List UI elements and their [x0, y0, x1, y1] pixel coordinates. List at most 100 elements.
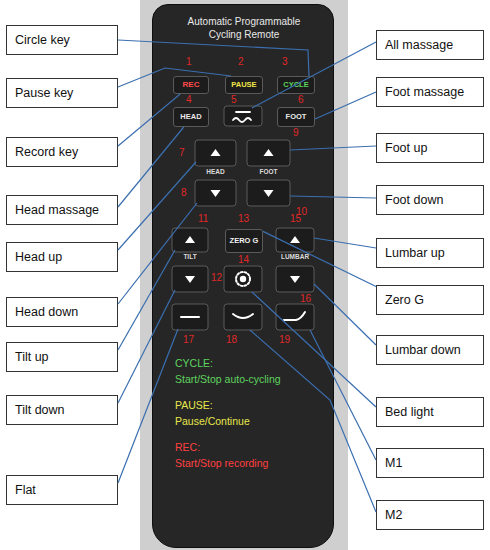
callout-box: All massage	[376, 30, 484, 60]
legend-text: Pause/Continue	[175, 415, 250, 428]
callout-label: Head down	[15, 305, 78, 319]
remote-button	[224, 304, 262, 330]
up-arrow	[211, 149, 221, 156]
up-arrow	[185, 236, 195, 243]
leader-line	[118, 68, 231, 87]
callout-label: Flat	[15, 483, 36, 497]
callout-box: Foot down	[376, 185, 484, 215]
callout-box: Bed light	[376, 397, 484, 427]
leader-line	[252, 292, 376, 407]
button-label: FOOT	[286, 113, 307, 121]
callout-label: Lumbar down	[385, 343, 461, 357]
callout-box: Foot massage	[376, 77, 484, 107]
remote-button	[276, 266, 314, 292]
legend-text: Start/Stop recording	[175, 457, 268, 470]
leader-line	[118, 250, 175, 350]
callout-box: Record key	[6, 137, 118, 167]
leader-line	[290, 196, 376, 198]
legend-text: Start/Stop auto-cycling	[175, 373, 281, 386]
callout-label: Foot down	[385, 193, 443, 207]
remote-button: CYCLE	[277, 76, 315, 94]
leader-line	[118, 290, 175, 403]
callout-box: Zero G	[376, 285, 484, 315]
callout-label: Lumbar up	[385, 246, 445, 260]
leader-line	[314, 284, 376, 345]
callout-box: M1	[376, 448, 484, 478]
leader-line	[118, 40, 309, 76]
light-icon	[240, 276, 246, 282]
callout-box: Tilt up	[6, 342, 118, 372]
callout-box: Circle key	[6, 25, 118, 55]
callout-box: M2	[376, 500, 484, 530]
massage-icon	[233, 118, 251, 122]
button-label: REC	[183, 81, 200, 89]
remote-button: PAUSE	[225, 76, 263, 94]
callout-box: Head down	[6, 297, 118, 327]
remote-button	[172, 266, 208, 292]
leader-lines	[118, 42, 376, 512]
callout-label: Head up	[15, 250, 62, 264]
up-arrow	[290, 236, 300, 243]
massage-icon	[236, 111, 250, 113]
callout-label: M1	[385, 456, 402, 470]
callout-label: Zero G	[385, 293, 424, 307]
remote-button: FOOT	[277, 107, 315, 127]
leader-line	[252, 42, 376, 108]
leader-line	[263, 231, 376, 286]
legend-key: PAUSE:	[175, 399, 213, 412]
leader-line	[250, 330, 376, 512]
callout-box: Head up	[6, 242, 118, 272]
down-arrow	[185, 276, 195, 283]
callout-label: Tilt up	[15, 350, 49, 364]
remote-button	[195, 140, 236, 166]
legend-key: REC:	[175, 441, 200, 454]
down-arrow	[264, 190, 274, 197]
leader-line	[118, 127, 184, 207]
remote-button	[224, 106, 262, 126]
button-label: ZERO G	[230, 237, 259, 245]
callout-box: Flat	[6, 475, 118, 505]
leader-line	[290, 146, 376, 150]
leader-line	[310, 330, 376, 460]
remote-body: Automatic Programmable Cycling RemoteCYC…	[152, 4, 334, 548]
callout-box: Tilt down	[6, 395, 118, 425]
memory-icon	[284, 312, 305, 320]
remote-button	[195, 180, 236, 206]
callout-box: Pause key	[6, 78, 118, 108]
remote-button: ZERO G	[225, 229, 263, 253]
icon-buttons	[172, 106, 314, 330]
photo-backdrop	[140, 0, 348, 550]
down-arrow	[211, 190, 221, 197]
leader-line	[314, 238, 376, 248]
button-label: CYCLE	[283, 81, 308, 89]
leader-line	[118, 94, 180, 146]
remote-button: REC	[173, 76, 209, 94]
callout-label: Head massage	[15, 203, 99, 217]
callout-label: All massage	[385, 38, 453, 52]
callout-box: Foot up	[376, 133, 484, 163]
down-arrow	[290, 276, 300, 283]
remote-button	[172, 304, 208, 330]
callout-box: Head massage	[6, 195, 118, 225]
callout-box: Lumbar down	[376, 335, 484, 365]
callout-label: Record key	[15, 145, 78, 159]
light-icon	[236, 272, 250, 286]
leader-line	[118, 162, 196, 250]
remote-button: HEAD	[173, 107, 209, 127]
button-label: HEAD	[180, 113, 201, 121]
callout-label: Foot massage	[385, 85, 464, 99]
button-icons	[181, 112, 305, 320]
remote-title: Automatic Programmable Cycling Remote	[186, 15, 302, 41]
remote-button	[172, 228, 208, 252]
leader-line	[118, 203, 197, 304]
remote-button	[276, 228, 314, 252]
remote-button	[276, 304, 314, 330]
up-arrow	[264, 149, 274, 156]
callout-label: Circle key	[15, 33, 70, 47]
remote-button	[247, 140, 290, 166]
callout-label: Bed light	[385, 405, 434, 419]
callout-label: Foot up	[385, 141, 427, 155]
leader-line	[118, 329, 178, 483]
legend-key: CYCLE:	[175, 357, 213, 370]
